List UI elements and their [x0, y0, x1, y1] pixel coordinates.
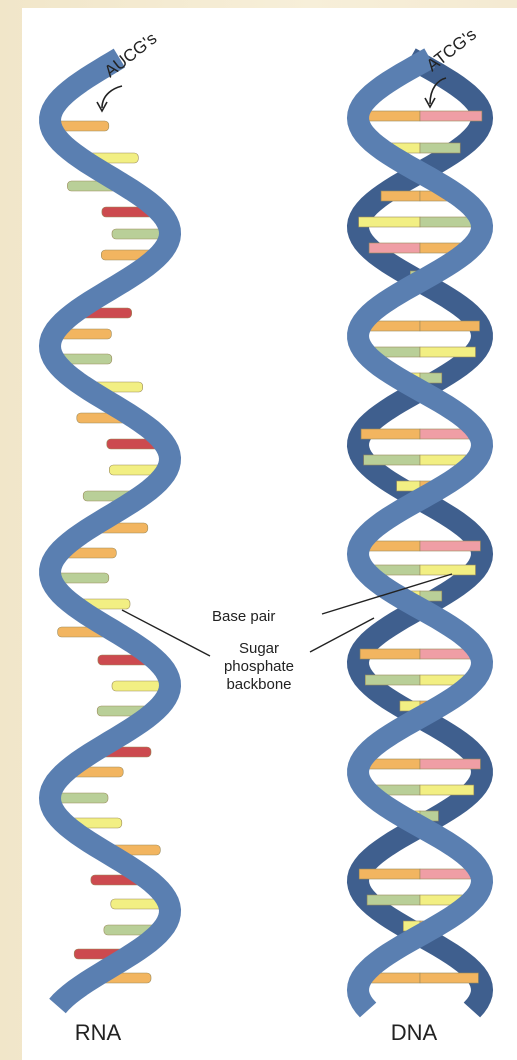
dna-base-pair-23-left [367, 895, 420, 905]
base-pair-label: Base pair [212, 608, 275, 625]
backbone-label-line2: phosphate [224, 658, 294, 675]
dna-base-pair-22-left [359, 869, 420, 879]
dna-base-pair-7-right [420, 321, 480, 331]
dna-base-pair-13-right [420, 541, 480, 551]
backbone-label-line1: Sugar [239, 640, 279, 657]
dna-base-pair-3-left [381, 191, 420, 201]
dna-base-pair-10-left [361, 429, 420, 439]
dna-base-pair-1-right [420, 111, 482, 121]
dna-base-pair-2-right [420, 143, 460, 153]
dna-base-pair-16-left [360, 649, 420, 659]
dna-base-pair-25-right [420, 973, 478, 983]
dna-bases-label: ATCG's [423, 25, 480, 76]
rna-dna-diagram: AUCG's ATCG's Base pair Sugar phosphate … [22, 8, 517, 1060]
dna-base-pair-20-right [420, 785, 474, 795]
dna-base-pair-14-right [420, 565, 476, 575]
dna-base-pair-11-left [364, 455, 420, 465]
dna-base-pair-19-right [420, 759, 480, 769]
backbone-label-line3: backbone [226, 676, 291, 693]
diagram-panel: AUCG's ATCG's Base pair Sugar phosphate … [22, 8, 517, 1060]
rna-helix [50, 58, 170, 1006]
dna-base-pair-5-left [369, 243, 420, 253]
dna-base-pair-17-left [365, 675, 420, 685]
dna-helix [358, 58, 482, 1010]
dna-title: DNA [391, 1020, 438, 1045]
dna-base-pair-8-right [420, 347, 476, 357]
rna-title: RNA [75, 1020, 122, 1045]
dna-base-pair-4-left [359, 217, 420, 227]
